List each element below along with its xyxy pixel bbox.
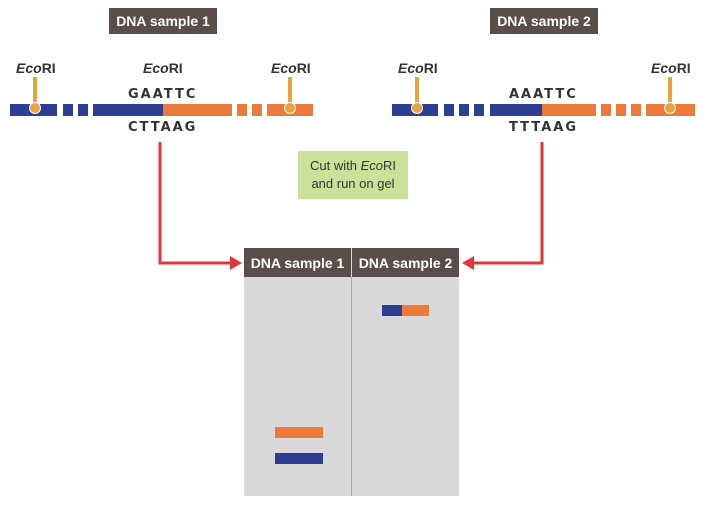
sample2-seq-top: AAATTC (509, 87, 578, 102)
arrowhead-icon (462, 256, 474, 270)
gel-lane-divider (351, 277, 352, 496)
sample2-ecori-right-label: EcoRI (651, 60, 691, 76)
instruction-line1: Cut with EcoRI (310, 158, 396, 173)
arrow-sample2 (472, 142, 544, 265)
dna-segment (93, 104, 163, 116)
dna-segment (616, 104, 626, 116)
dna-segment (78, 104, 88, 116)
sample1-seq-top: GAATTC (128, 87, 198, 102)
dna-segment (444, 104, 454, 116)
arrowhead-icon (230, 256, 242, 270)
sample1-ecori-mid-label: EcoRI (143, 60, 183, 76)
dna-segment (63, 104, 73, 116)
dna-segment (252, 104, 262, 116)
dna-segment (237, 104, 247, 116)
lane1-band-orange (275, 427, 323, 438)
dna-segment (542, 104, 596, 116)
lane1-band-blue (275, 453, 323, 464)
arrow-sample1 (158, 142, 232, 265)
site-pin-icon (284, 102, 296, 114)
sample1-seq-bottom: CTTAAG (128, 120, 198, 135)
sample1-site-marker-left (33, 77, 37, 107)
dna-segment (474, 104, 484, 116)
instruction-line2: and run on gel (311, 176, 395, 191)
sample1-site-marker-right (288, 77, 292, 107)
site-pin-icon (664, 102, 676, 114)
dna-segment (601, 104, 611, 116)
dna-segment (490, 104, 542, 116)
sample2-ecori-left-label: EcoRI (398, 60, 438, 76)
dna-segment (163, 104, 232, 116)
lane2-band-blue (382, 305, 402, 316)
instruction-note: Cut with EcoRI and run on gel (298, 151, 408, 199)
sample2-seq-bottom: TTTAAG (509, 120, 578, 135)
dna-segment (631, 104, 641, 116)
sample2-site-marker-right (668, 77, 672, 107)
site-pin-icon (29, 102, 41, 114)
gel-lane1-label: DNA sample 1 (244, 248, 351, 277)
sample1-title: DNA sample 1 (109, 8, 217, 34)
sample2-title: DNA sample 2 (490, 8, 598, 34)
sample1-ecori-left-label: EcoRI (16, 60, 56, 76)
gel-lane2-label: DNA sample 2 (352, 248, 459, 277)
site-pin-icon (411, 102, 423, 114)
lane2-band-orange (402, 305, 429, 316)
dna-segment (459, 104, 469, 116)
sample2-site-marker-left (415, 77, 419, 107)
sample1-ecori-right-label: EcoRI (271, 60, 311, 76)
